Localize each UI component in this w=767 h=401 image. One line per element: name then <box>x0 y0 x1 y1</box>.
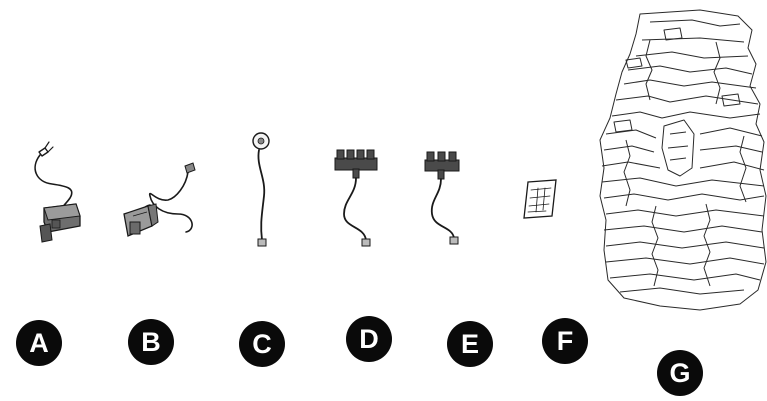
label-e-badge: E <box>447 321 493 367</box>
light-cable-icon <box>253 133 269 246</box>
label-a-text: A <box>29 330 49 357</box>
transformer-with-plug-icon <box>35 142 80 242</box>
label-e-text: E <box>461 331 479 358</box>
label-g-text: G <box>669 360 690 387</box>
label-a-badge: A <box>16 320 62 366</box>
label-f-badge: F <box>542 318 588 364</box>
label-f-text: F <box>557 328 574 355</box>
label-c-badge: C <box>239 321 285 367</box>
pump-with-cable-icon <box>124 163 195 236</box>
label-g-badge: G <box>657 350 703 396</box>
label-b-text: B <box>141 329 161 356</box>
label-d-badge: D <box>346 316 392 362</box>
label-c-text: C <box>252 331 272 358</box>
label-d-text: D <box>359 326 379 353</box>
label-b-badge: B <box>128 319 174 365</box>
four-way-connector-icon <box>335 150 377 246</box>
manual-booklet-icon <box>524 180 556 218</box>
rock-waterfall-icon <box>600 10 766 310</box>
three-way-connector-icon <box>425 152 459 244</box>
